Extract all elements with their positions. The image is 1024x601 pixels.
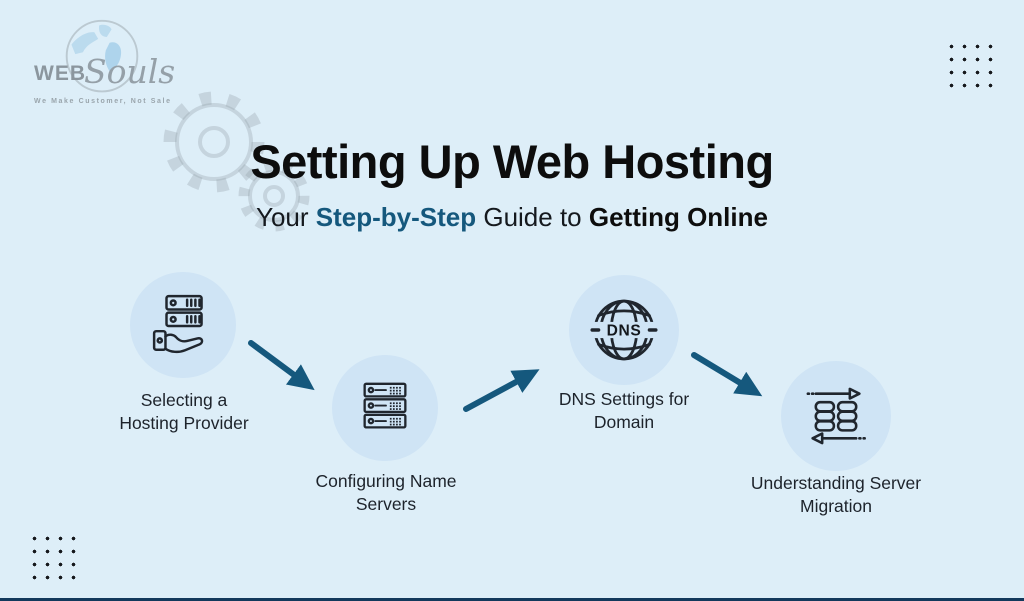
- step4-label: Understanding Server Migration: [750, 473, 922, 516]
- name-servers-icon: [363, 382, 407, 429]
- logo-word-web: WEB: [34, 62, 86, 85]
- dots-pattern-top-right: [944, 39, 1001, 96]
- logo-word-souls: Souls: [84, 52, 176, 91]
- gears-watermark-icon: [163, 91, 310, 232]
- server-migration-icon: [806, 387, 866, 445]
- arrow-icon-step3-step4: [691, 352, 763, 397]
- step2-circle: [332, 355, 438, 461]
- page-title: Setting Up Web Hosting: [250, 135, 774, 188]
- hosting-provider-icon: [152, 294, 204, 354]
- step4-circle: [781, 361, 891, 471]
- dns-globe-icon: DNS: [590, 299, 658, 361]
- globe-icon: [65, 19, 139, 93]
- step1-label: Selecting a Hosting Provider: [119, 390, 249, 433]
- step3-label: DNS Settings for Domain: [558, 389, 690, 432]
- step3-circle: DNS: [569, 275, 679, 385]
- svg-text:DNS: DNS: [607, 323, 642, 340]
- websouls-logo: WEB Souls We Make Customer, Not Sale: [26, 14, 176, 110]
- dots-pattern-bottom-left: [27, 531, 84, 588]
- step1-circle: [130, 272, 236, 378]
- subtitle-middle: Guide to: [476, 202, 589, 232]
- subtitle-prefix: Your: [256, 202, 316, 232]
- subtitle-bold: Getting Online: [588, 202, 768, 232]
- arrow-icon-step1-step2: [248, 340, 315, 391]
- subtitle-highlight: Step-by-Step: [315, 202, 477, 232]
- logo-tagline: We Make Customer, Not Sale: [34, 98, 172, 105]
- footer-accent-bar: [0, 598, 1024, 601]
- arrow-icon-step2-step3: [463, 369, 540, 412]
- step2-label: Configuring Name Servers: [315, 471, 457, 514]
- page-subtitle: Your Step-by-Step Guide to Getting Onlin…: [0, 202, 1024, 233]
